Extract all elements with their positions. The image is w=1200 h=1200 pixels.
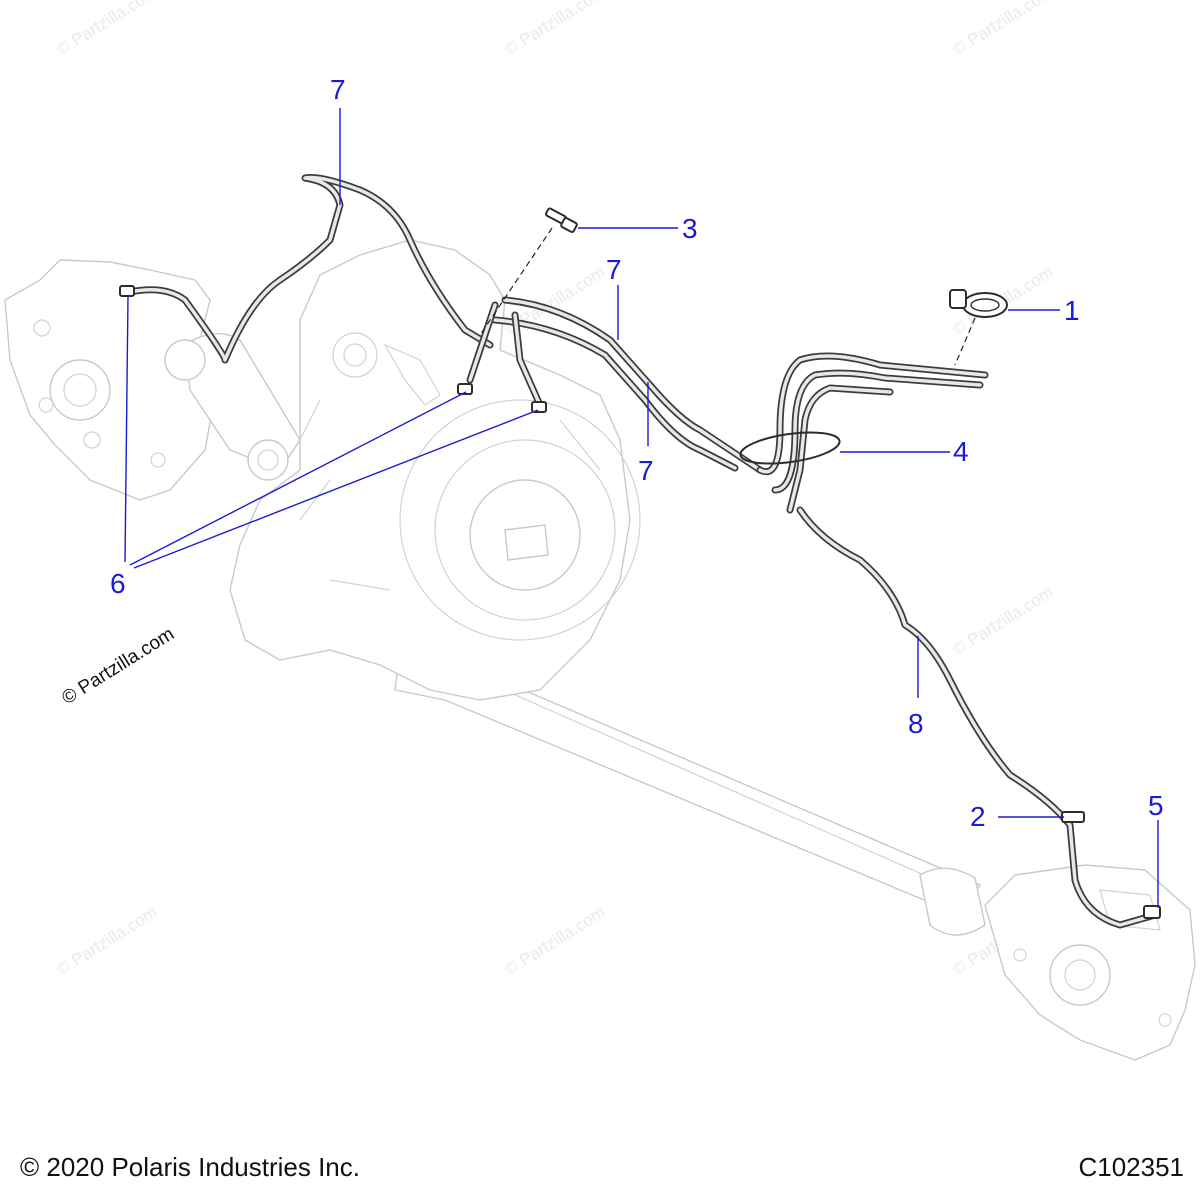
callout-4[interactable]: 4 [953,436,969,467]
clip-5 [1143,905,1161,919]
callout-6[interactable]: 6 [110,568,126,599]
front-gearcase [984,864,1196,1061]
vent-hose-bundle [756,352,989,514]
copyright-notice: © 2020 Polaris Industries Inc. [20,1152,360,1182]
clamp-1 [949,289,1008,318]
transmission-housing [229,239,641,701]
assembly-line-3 [479,227,553,336]
leader-6 [129,391,467,566]
vent-hose-7-center [466,296,764,474]
callout-2[interactable]: 2 [970,801,986,832]
hose-clamp-6 [457,383,473,395]
leader-6 [133,409,539,569]
callout-7[interactable]: 7 [330,74,346,105]
callout-8[interactable]: 8 [908,708,924,739]
hose-clamp-6 [531,401,547,413]
leader-6 [124,295,129,563]
clip-2 [1061,811,1085,823]
cable-tie-4 [739,431,841,465]
callout-5[interactable]: 5 [1148,790,1164,821]
callout-7[interactable]: 7 [638,455,654,486]
hose-clamp-6 [119,285,135,297]
callout-3[interactable]: 3 [682,213,698,244]
rear-gearcase [4,259,301,501]
vent-hose-8 [796,506,1159,929]
assembly-line-1 [954,317,976,366]
callout-1[interactable]: 1 [1064,295,1080,326]
vent-fitting-3 [544,207,578,233]
callout-7[interactable]: 7 [606,254,622,285]
drawing-number: C102351 [1078,1152,1184,1182]
